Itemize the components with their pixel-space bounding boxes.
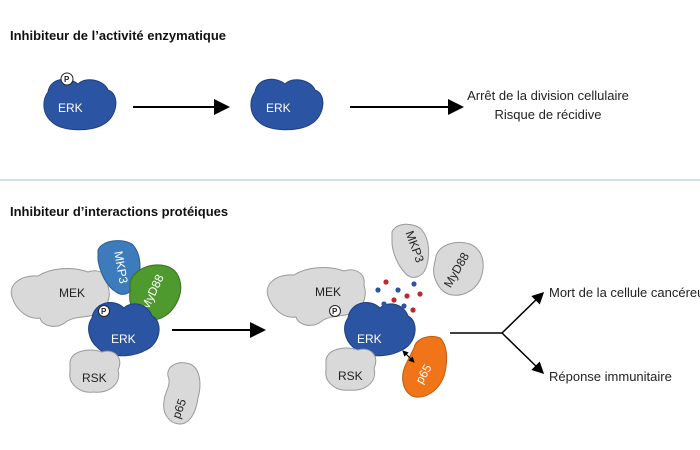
phospho-label-right: P: [332, 307, 338, 316]
erk-protein-right: ERK: [344, 302, 416, 357]
myd88-protein-right: MyD88: [433, 242, 484, 296]
inhibitor-molecules-icon: [375, 279, 423, 313]
outcome-s2-1: Mort de la cellule cancéreuse: [549, 285, 700, 300]
erk-label-left: ERK: [111, 332, 136, 346]
mek-label-right: MEK: [315, 285, 341, 299]
erk-label-2: ERK: [266, 101, 291, 115]
erk-label-right: ERK: [357, 332, 382, 346]
rsk-protein-right: RSK: [325, 347, 377, 391]
phospho-label-1: P: [64, 75, 70, 84]
erk-label-1: ERK: [58, 101, 83, 115]
phospho-group-right: P: [329, 305, 341, 317]
erk-protein-2: ERK: [250, 78, 324, 131]
branch-arrow-down: [501, 332, 545, 375]
p65-protein-left: p65: [163, 362, 201, 425]
outcome-s1-2: Risque de récidive: [495, 107, 602, 122]
phospho-group-left: P: [98, 305, 110, 317]
branch-arrow-up: [501, 291, 545, 334]
rsk-protein-left: RSK: [69, 349, 121, 393]
mkp3-protein-right: MKP3: [391, 223, 430, 278]
rsk-label-right: RSK: [338, 369, 363, 383]
mek-protein-left: MEK: [10, 268, 110, 327]
phospho-group-1: P: [60, 72, 74, 86]
outcome-s1-1: Arrêt de la division cellulaire: [467, 88, 629, 103]
section2-title: Inhibiteur d’interactions protéiques: [10, 204, 228, 219]
phospho-label-left: P: [101, 307, 107, 316]
interaction-arrow-icon: [402, 350, 415, 363]
p65-protein-right: p65: [402, 335, 448, 398]
mkp3-label-left: MKP3: [111, 250, 131, 285]
mek-label-left: MEK: [59, 286, 85, 300]
rsk-label-left: RSK: [82, 371, 107, 385]
section1-title: Inhibiteur de l’activité enzymatique: [10, 28, 226, 43]
outcome-s2-2: Réponse immunitaire: [549, 369, 672, 384]
erk-protein-1: ERK: [43, 78, 117, 131]
p65-label-left: p65: [169, 397, 189, 421]
